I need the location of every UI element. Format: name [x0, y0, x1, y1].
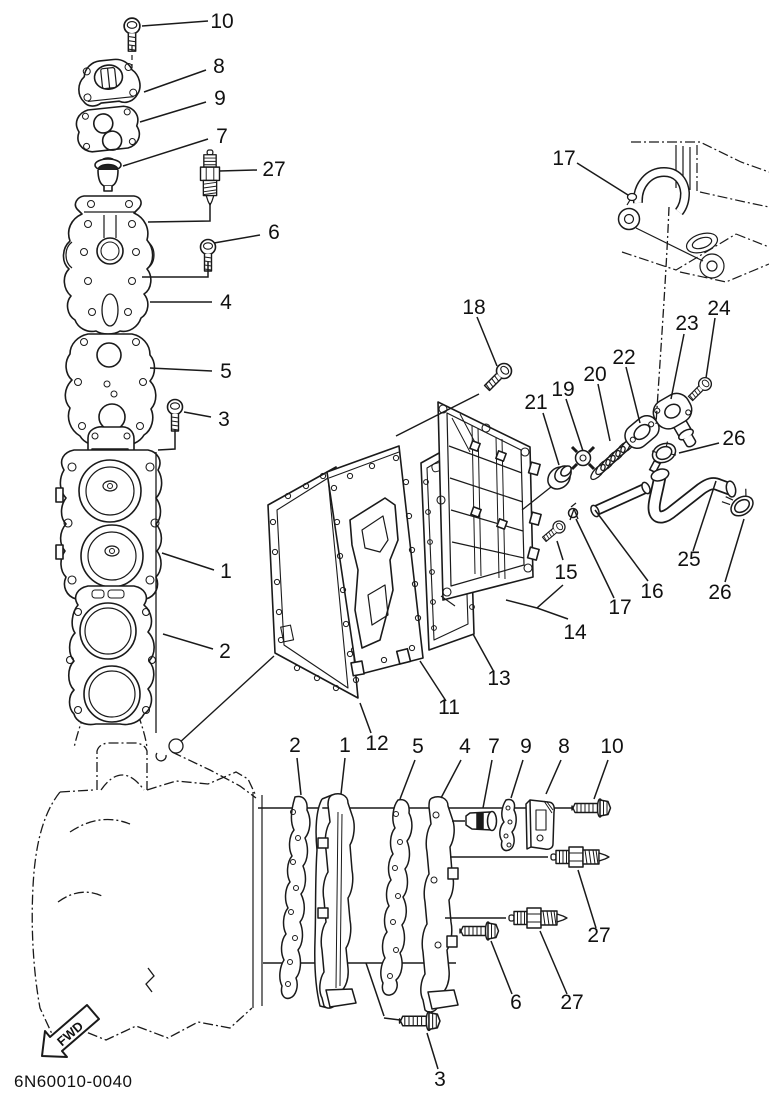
- callout-7-bottom: 7: [488, 735, 500, 758]
- bolt-18: [480, 359, 516, 395]
- bolt-6-side: [459, 921, 500, 941]
- callout-4-bottom: 4: [459, 735, 471, 758]
- callout-20: 20: [583, 363, 606, 386]
- water-outlet-fitting-23: [652, 392, 697, 448]
- callout-5-bottom: 5: [412, 735, 424, 758]
- callout-6-bottom: 6: [510, 991, 522, 1014]
- bolt-24: [685, 374, 715, 404]
- crankcase-phantom: [31, 655, 275, 1041]
- spark-plug-27-upper: [550, 846, 610, 868]
- callout-2-top: 2: [219, 640, 231, 663]
- pipe-clip-17-bottom: [567, 502, 579, 521]
- bolt-3-top: [166, 398, 184, 432]
- callout-11: 11: [438, 696, 460, 719]
- cylinder-head-gasket-2: [65, 585, 157, 726]
- callout-10-bottom: 10: [600, 735, 623, 758]
- powerhead-phantom: [621, 141, 769, 283]
- cylinder-head-cover-4: [62, 195, 155, 335]
- callout-21: 21: [524, 391, 547, 414]
- callout-17-bottom: 17: [608, 596, 631, 619]
- hose-clamp-26-bottom: [721, 488, 754, 517]
- callout-3-bottom: 3: [434, 1068, 446, 1091]
- callout-4-top: 4: [220, 291, 232, 314]
- callout-15: 15: [554, 561, 577, 584]
- diagram-part-code: 6N60010-0040: [14, 1072, 132, 1091]
- callout-19: 19: [551, 378, 574, 401]
- leader-lines: [122, 20, 745, 1070]
- callout-14: 14: [563, 621, 587, 644]
- water-hose-25: [647, 468, 737, 524]
- bolt-15: [539, 517, 569, 545]
- callout-16: 16: [640, 580, 663, 603]
- callout-2-bottom: 2: [289, 734, 301, 757]
- callout-5-top: 5: [220, 360, 232, 383]
- callout-10-top: 10: [210, 10, 233, 33]
- head-cover-4-side: [420, 796, 459, 1013]
- callout-13: 13: [487, 667, 510, 690]
- callout-8-bottom: 8: [558, 735, 570, 758]
- thermostat-cover-8: [78, 58, 141, 107]
- callout-9-top: 9: [214, 87, 226, 110]
- water-system-group: [521, 374, 754, 524]
- callout-17-top: 17: [552, 147, 575, 170]
- hose-clip-17-top: [626, 192, 638, 206]
- valve-seat-21: [547, 465, 572, 490]
- spark-plug-27-top: [199, 149, 221, 206]
- callout-7-top: 7: [216, 125, 228, 148]
- callout-6-top: 6: [268, 221, 280, 244]
- callout-25: 25: [677, 548, 700, 571]
- outer-exhaust-cover-14: [436, 401, 542, 607]
- callout-9-bottom: 9: [520, 735, 532, 758]
- spark-plug-27-lower: [508, 907, 568, 929]
- callout-27-top: 27: [262, 158, 285, 181]
- head-gasket-2-side: [279, 795, 311, 1000]
- thermostat-gasket-9-side: [499, 798, 517, 852]
- callout-12: 12: [365, 732, 388, 755]
- thermostat-cover-8-side: [525, 799, 555, 850]
- thermostat-7: [94, 157, 122, 192]
- callout-3-top: 3: [218, 408, 230, 431]
- thermostat-cover-gasket-9: [75, 105, 141, 153]
- callout-1-top: 1: [220, 560, 232, 583]
- exhaust-cover-group: [267, 359, 569, 699]
- bolt-3-side: [398, 1010, 441, 1032]
- cylinder-head-1: [55, 426, 163, 600]
- callout-23: 23: [675, 312, 698, 335]
- water-pipe-16: [590, 481, 651, 518]
- callout-18: 18: [462, 296, 485, 319]
- callout-27-upper: 27: [587, 924, 610, 947]
- callout-26-top: 26: [722, 427, 745, 450]
- thermostat-7-side: [465, 810, 498, 832]
- inner-exhaust-cover-11: [326, 445, 424, 677]
- callout-22: 22: [612, 346, 635, 369]
- callout-1-bottom: 1: [339, 734, 351, 757]
- head-column: [55, 17, 221, 726]
- callout-8-top: 8: [213, 55, 225, 78]
- cylinder-head-1-side: [314, 793, 357, 1009]
- callout-27-lower: 27: [560, 991, 583, 1014]
- water-hose-top: [617, 166, 691, 231]
- callout-24: 24: [707, 297, 731, 320]
- callout-labels: 10 8 9 7 27 6 4 5 3 1 2 18 12 11 13 14 1…: [210, 10, 745, 1091]
- bolt-10-side: [571, 798, 612, 818]
- bottom-assembly: [279, 793, 612, 1032]
- callout-26-bottom: 26: [708, 581, 731, 604]
